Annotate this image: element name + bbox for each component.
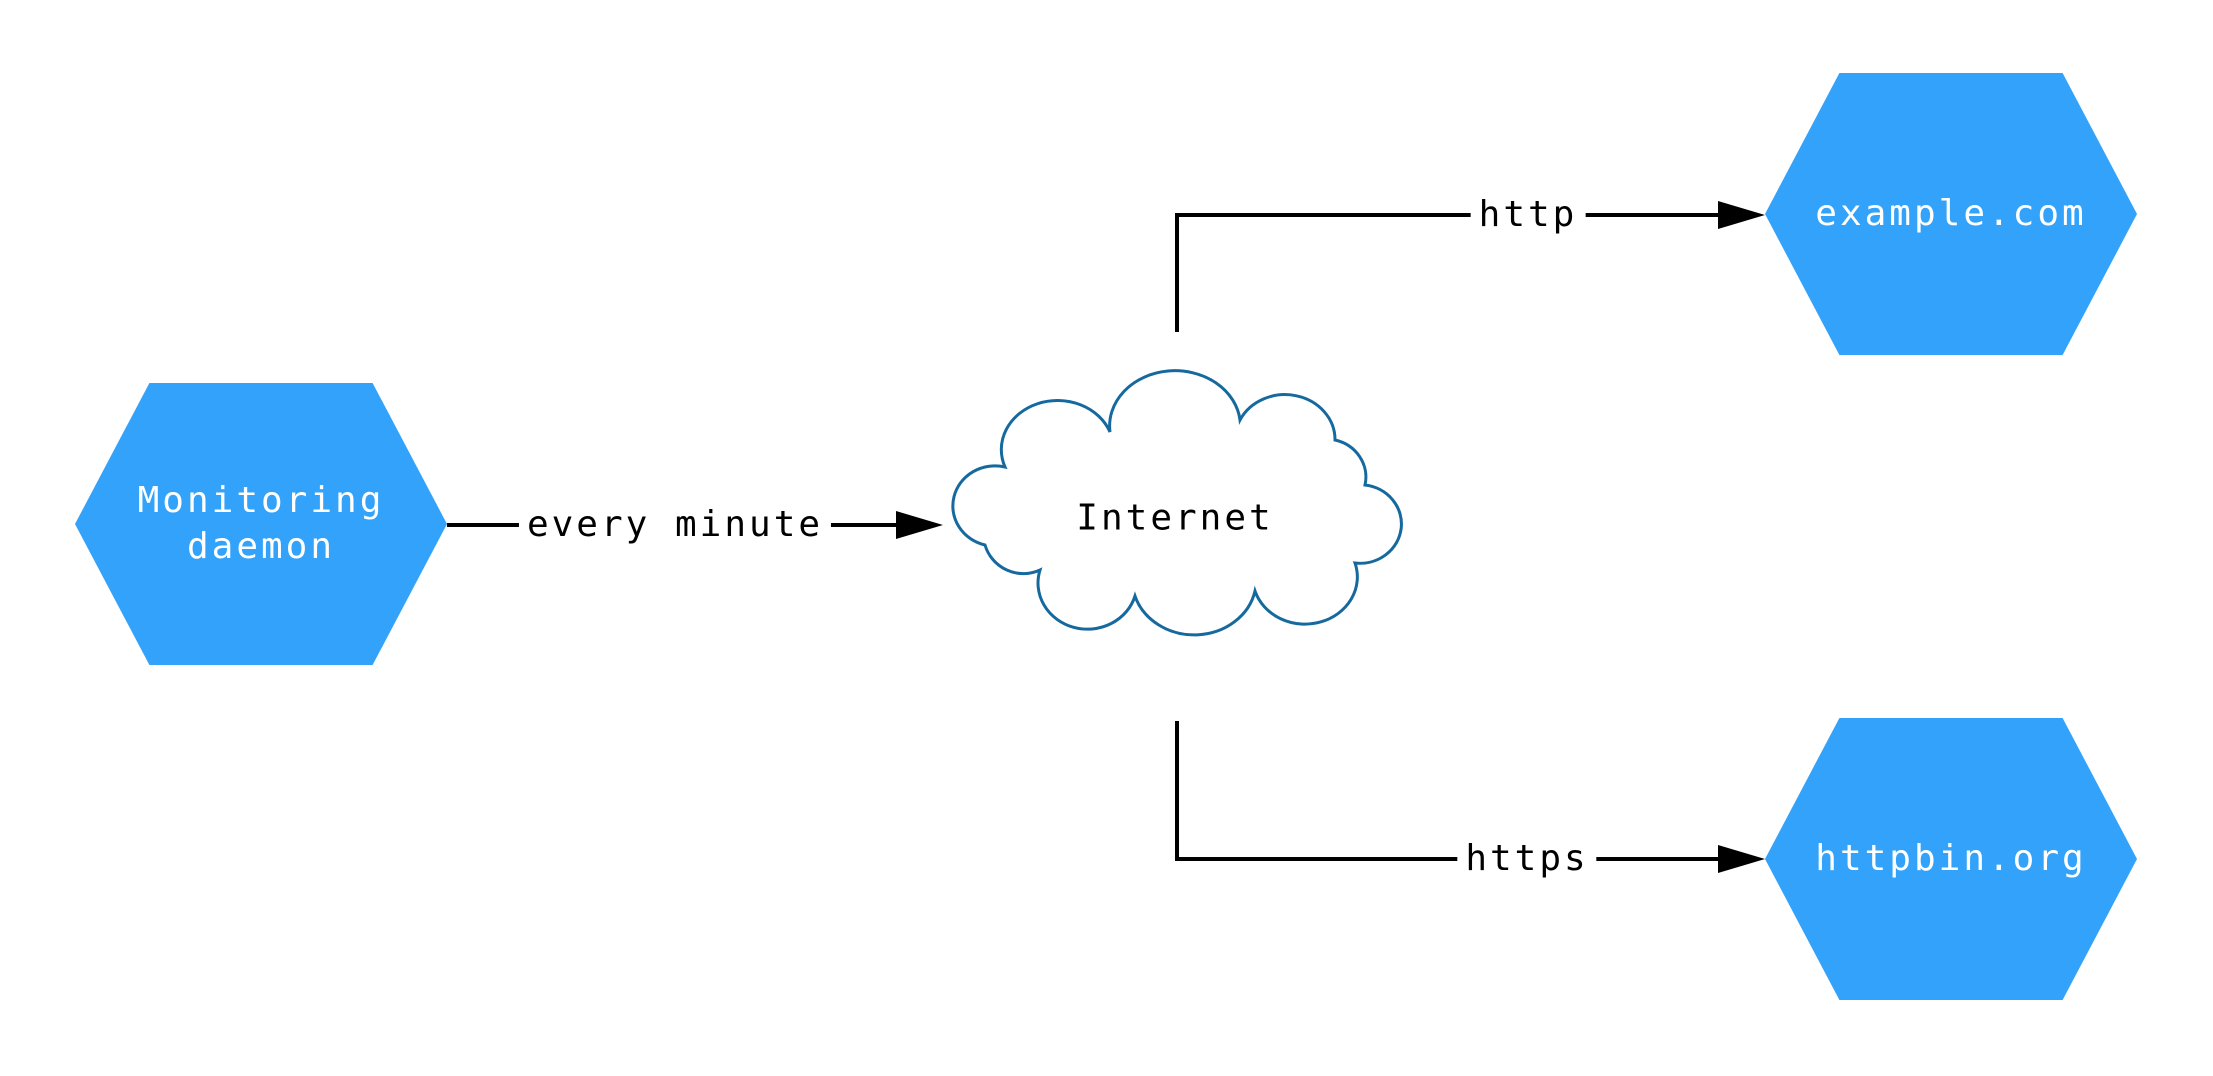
- edge-label-http: http: [1470, 193, 1586, 237]
- node-example-com-label: example.com: [1815, 193, 2087, 234]
- node-example-com: example.com: [1765, 73, 2137, 355]
- edge-every-minute-arrowhead: [896, 511, 943, 539]
- edge-https-arrowhead: [1718, 845, 1765, 873]
- node-monitoring-daemon-label: Monitoring daemon: [137, 480, 385, 567]
- edge-https-line: [1175, 721, 1722, 861]
- internet-cloud-shape: [951, 369, 1403, 637]
- node-monitoring-daemon: Monitoring daemon: [75, 383, 447, 665]
- edge-label-every-minute: every minute: [518, 503, 832, 547]
- edge-http-arrowhead: [1718, 201, 1765, 229]
- node-internet-label: Internet: [1076, 497, 1274, 539]
- node-httpbin-org-label: httpbin.org: [1815, 838, 2087, 879]
- node-httpbin-org: httpbin.org: [1765, 718, 2137, 1000]
- edge-label-https: https: [1457, 837, 1597, 881]
- edge-http-line: [1175, 213, 1722, 332]
